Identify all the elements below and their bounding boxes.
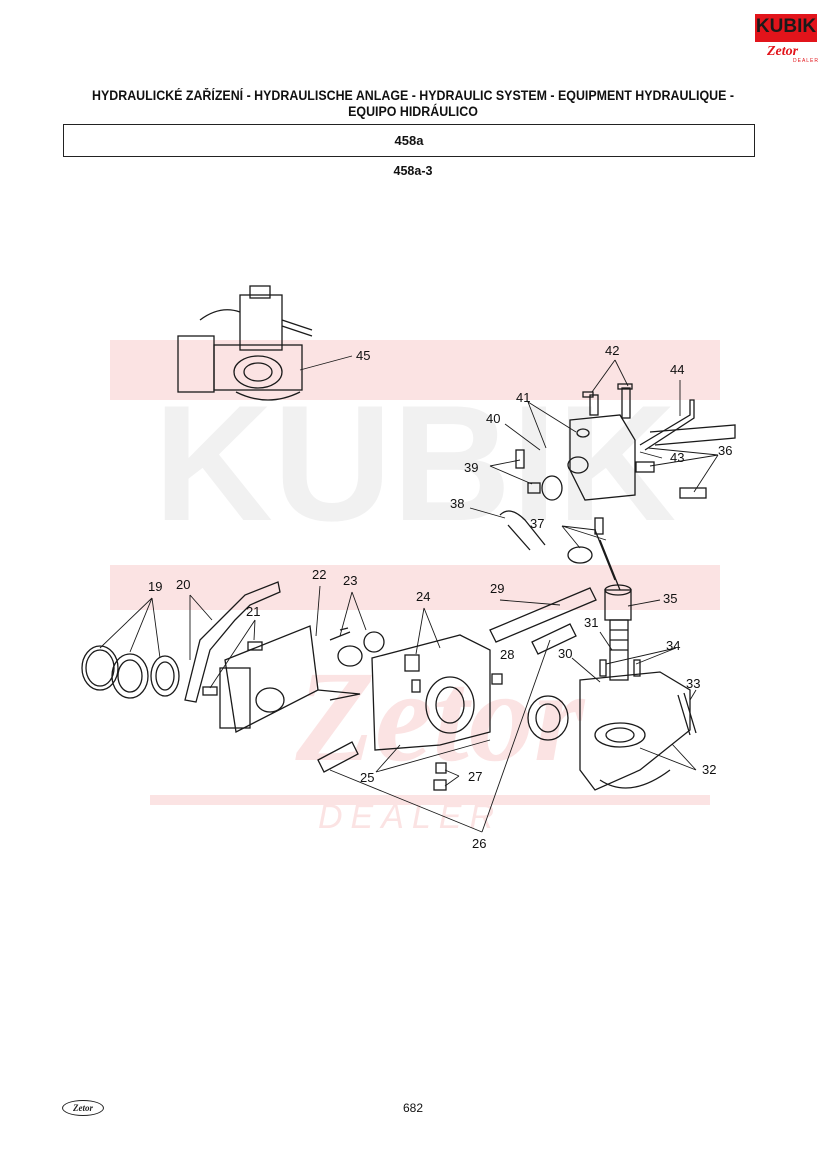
part-39-pins [515,449,563,501]
part-28-nut [491,673,503,685]
callout-44: 44 [670,362,684,377]
callout-23: 23 [343,573,357,588]
callout-45: 45 [356,348,370,363]
part-22-plate [219,625,319,733]
callout-36: 36 [718,443,732,458]
watermark: KUBIK Zetor DEALER [110,340,720,830]
callout-42: 42 [605,343,619,358]
part-19-rings [81,645,180,699]
part-35-cylinder [604,584,632,681]
part-24-casting [371,634,491,751]
callout-37: 37 [530,516,544,531]
part-45-assembled-hitch [177,285,313,401]
brand-logo: KUBIK Zetor DEALER [755,14,820,70]
part-38-hose [499,510,546,551]
logo-brand-text: KUBIK [755,16,817,37]
part-26-rods [317,623,577,773]
callout-21: 21 [246,604,260,619]
callout-32: 32 [702,762,716,777]
part-20-lever [184,581,281,703]
part-29-shaft [489,587,597,643]
callout-33: 33 [686,676,700,691]
section-code-box: 458a [63,124,755,157]
part-23-spring [317,627,385,701]
part-33-screw [677,692,697,736]
callout-22: 22 [312,567,326,582]
page-title-line2: EQUIPO HIDRÁULICO [348,104,478,119]
callout-24: 24 [416,589,430,604]
logo-tagline: DEALER [793,58,820,64]
callout-39: 39 [464,460,478,475]
callout-27: 27 [468,769,482,784]
callout-25: 25 [360,770,374,785]
part-27-bushings [433,762,447,791]
callout-labels: 19 20 21 22 23 24 25 26 27 28 29 30 31 3… [148,343,732,851]
callout-41: 41 [516,390,530,405]
callout-40: 40 [486,411,500,426]
callout-19: 19 [148,579,162,594]
subsection-code: 458a-3 [393,164,433,178]
part-30-housing [527,671,691,791]
page-title: HYDRAULICKÉ ZAŘÍZENÍ - HYDRAULISCHE ANLA… [70,88,756,120]
leader-lines [99,355,719,833]
callout-29: 29 [490,581,504,596]
part-41-valve-block [567,383,636,501]
callout-30: 30 [558,646,572,661]
page-number: 682 [402,1101,424,1115]
logo-red-box [755,14,817,42]
part-21-bolts [202,641,263,696]
callout-34: 34 [666,638,680,653]
part-34-studs [599,659,641,677]
callout-28: 28 [500,647,514,662]
section-code: 458a [394,133,424,148]
part-44-lever [639,399,736,451]
callout-26: 26 [472,836,486,851]
footer-logo: Zetor [62,1100,104,1116]
callout-20: 20 [176,577,190,592]
callout-35: 35 [663,591,677,606]
callout-31: 31 [584,615,598,630]
page-title-line1: HYDRAULICKÉ ZAŘÍZENÍ - HYDRAULISCHE ANLA… [92,88,734,103]
callout-43: 43 [670,450,684,465]
part-37-spring-set [567,517,621,591]
callout-38: 38 [450,496,464,511]
part-36-bolt [635,461,707,499]
watermark-brand: KUBIK [154,371,676,555]
logo-sub-brand: Zetor [767,44,799,59]
